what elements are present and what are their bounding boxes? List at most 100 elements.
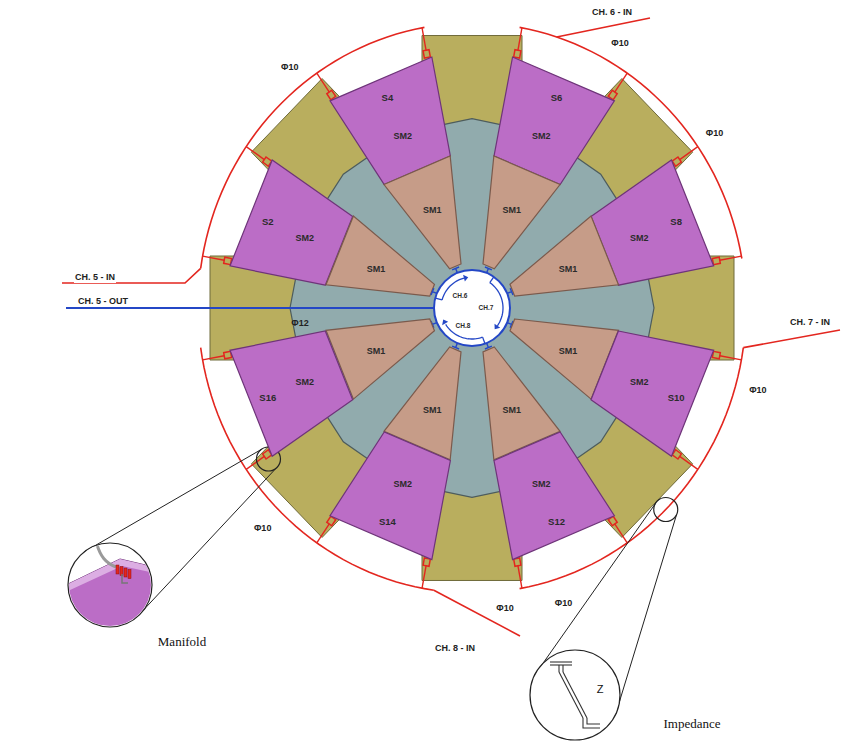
- manifold-port: [423, 558, 430, 566]
- sector-type: SM1: [503, 206, 522, 216]
- sector-type: SM2: [393, 132, 412, 142]
- shape-outline: [528, 648, 622, 742]
- pipe-inlet: [434, 590, 520, 636]
- pipe-branch: [615, 524, 627, 543]
- pipe-diameter: Φ10: [705, 129, 724, 139]
- label-slot: Φ10: [554, 592, 573, 610]
- pipe-branch: [317, 524, 329, 543]
- pipe-branch: [317, 73, 329, 92]
- pipe-line: [587, 718, 600, 724]
- text-slot: SM2: [296, 371, 315, 389]
- text-slot: S16: [259, 387, 276, 405]
- sector-shape: [330, 432, 450, 560]
- manifold-view: [66, 541, 154, 629]
- pipe-branch: [246, 147, 264, 160]
- channel-label: CH.7: [479, 304, 494, 311]
- sector-type: SM1: [559, 347, 578, 357]
- text-slot: SM1: [503, 399, 522, 417]
- coil-sector: S10SM2: [589, 329, 716, 458]
- sector-number: S8: [670, 217, 682, 227]
- sector-shape: [591, 331, 714, 456]
- channel-inlet-label: CH. 8 - IN: [434, 644, 476, 654]
- text-slot: SM2: [296, 227, 315, 245]
- text-slot: SM1: [423, 199, 442, 217]
- text-slot: S10: [668, 387, 685, 405]
- label-slot: CH. 7 - IN: [789, 311, 831, 329]
- sector-shape: [230, 331, 353, 456]
- pipe-branch: [422, 566, 426, 588]
- outlet-pipe: [66, 307, 434, 309]
- pipe-diameter: Φ10: [495, 604, 514, 614]
- callout-marker: [654, 497, 678, 521]
- text-slot: CH.7: [479, 296, 494, 314]
- shape-outline: [66, 541, 154, 629]
- text-slot: S6: [551, 87, 563, 105]
- feed-pipe: [96, 541, 116, 567]
- text-slot: SM1: [559, 340, 578, 358]
- pipe-stub: [122, 574, 128, 583]
- branch-spoke: [485, 267, 492, 273]
- channel-outlet-label: CH. 5 - OUT: [77, 297, 129, 307]
- shape-outline: [324, 214, 436, 298]
- pipe-line: [562, 665, 563, 672]
- text-slot: S2: [262, 211, 274, 229]
- leader-line: [84, 450, 261, 553]
- sector-number: S14: [379, 517, 396, 527]
- text-slot: SM2: [532, 473, 551, 491]
- sector-number: S6: [551, 93, 563, 103]
- text-slot: S8: [670, 211, 682, 229]
- leader-line: [136, 468, 276, 617]
- branch-spoke: [431, 288, 437, 295]
- label-slot: Φ10: [748, 379, 767, 397]
- leader-line: [615, 515, 676, 715]
- manifold-port: [124, 568, 127, 577]
- text-slot: SM1: [503, 199, 522, 217]
- pipe-branch: [720, 356, 742, 360]
- text-slot: SM2: [393, 125, 412, 143]
- callout-title: Impedance: [663, 717, 720, 731]
- label-slot: Φ10: [610, 32, 629, 50]
- manifold-port: [224, 351, 232, 358]
- pipe-branch: [518, 28, 522, 50]
- label-slot: CH. 6 - IN: [591, 1, 633, 19]
- sector-number: S4: [382, 93, 394, 103]
- pipe-inlet: [743, 330, 840, 348]
- shape-outline: [492, 430, 616, 562]
- pipe-diameter: Φ10: [610, 39, 629, 49]
- pipe-branch: [422, 28, 426, 50]
- flow-link: [490, 277, 494, 283]
- label-slot: Φ10: [705, 122, 724, 140]
- shape-outline: [228, 329, 355, 458]
- coil-block: [66, 559, 154, 629]
- impedance-symbol-label: Z: [597, 683, 604, 695]
- cooling-pipes: [62, 18, 840, 636]
- text-slot: S12: [548, 511, 565, 529]
- label-slot: CH. 5 - OUT: [77, 290, 129, 308]
- sector-type: SM2: [393, 480, 412, 490]
- text-slot: Manifold: [158, 632, 206, 650]
- flow-link: [483, 337, 485, 344]
- manifold-port: [116, 565, 119, 574]
- pipe-inlet: [557, 18, 650, 37]
- pipe-branch: [203, 256, 225, 260]
- text-slot: SM1: [367, 340, 386, 358]
- coil-sector: S12 SM2: [492, 430, 616, 562]
- pipe-branch: [680, 456, 698, 469]
- inner-sector: SM1: [508, 214, 620, 298]
- sector-type: SM1: [367, 347, 386, 357]
- pipe-branch: [203, 356, 225, 360]
- text-slot: SM1: [423, 399, 442, 417]
- shape-outline: [422, 258, 522, 358]
- channel-inlet-label: CH. 6 - IN: [591, 8, 633, 18]
- pipe-branch: [246, 456, 264, 469]
- coil-sector: S16 SM2: [228, 329, 355, 458]
- pipe-line: [583, 718, 600, 728]
- pipe-line: [558, 665, 559, 672]
- sector-type: SM2: [296, 378, 315, 388]
- pipe-diameter: Φ10: [253, 524, 272, 534]
- sector-type: SM2: [296, 234, 315, 244]
- pipe-inlet: [62, 268, 201, 283]
- text-slot: Z: [597, 679, 604, 697]
